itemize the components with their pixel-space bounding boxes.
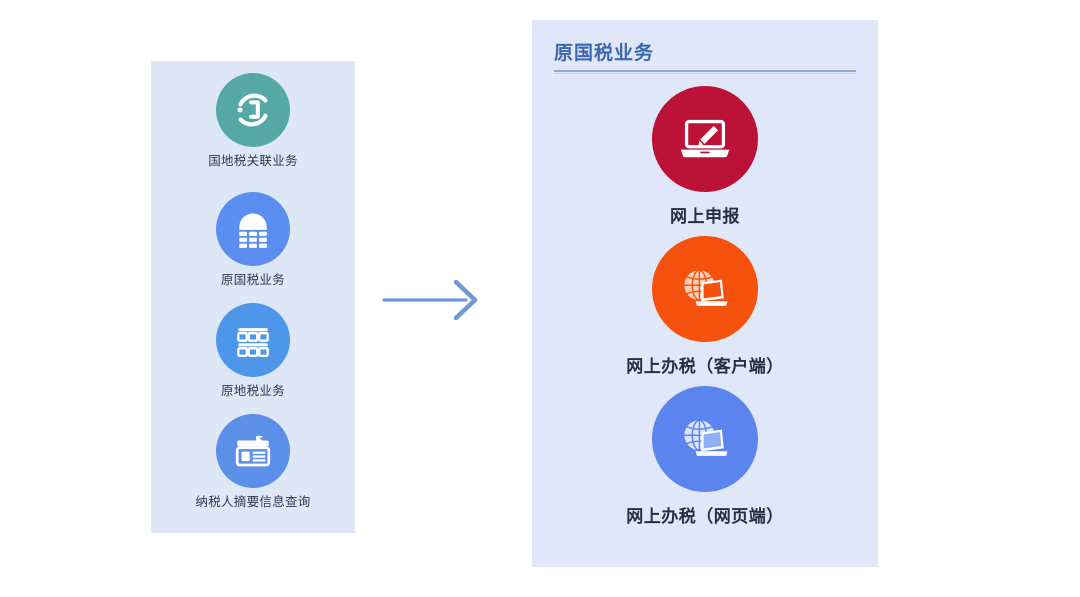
page-title: 原国税业务 — [554, 42, 655, 64]
globe-laptop-icon — [684, 419, 728, 456]
laptop-pen-icon — [680, 119, 730, 158]
globe-laptop-icon — [684, 269, 728, 306]
left-menu-item-yuandishui[interactable]: 原地税业务 — [151, 303, 355, 398]
header-divider — [554, 70, 856, 72]
laptop-pen-icon-badge — [652, 86, 758, 192]
left-menu-item-label: 原国税业务 — [220, 272, 285, 287]
globe-laptop-icon-badge-client — [652, 236, 758, 342]
table-grid-icon-badge — [216, 303, 290, 377]
right-menu-item-wangshang-banshui-wangyeduan[interactable]: 网上办税（网页端） — [532, 386, 878, 527]
sync-circle-icon-badge — [216, 73, 290, 147]
right-menu-item-label: 网上办税（客户端） — [626, 357, 784, 377]
right-arrow-connector — [382, 278, 482, 322]
left-menu-item-label: 国地税关联业务 — [208, 153, 298, 168]
right-menu-item-label: 网上办税（网页端） — [626, 507, 784, 527]
globe-laptop-icon-badge-web — [652, 386, 758, 492]
building-grid-icon — [239, 213, 267, 248]
building-grid-icon-badge — [216, 192, 290, 266]
left-menu-item-label: 原地税业务 — [220, 383, 285, 398]
sync-circle-icon — [237, 93, 268, 127]
id-card-icon — [235, 435, 271, 467]
right-menu-item-wangshang-banshui-kehuduan[interactable]: 网上办税（客户端） — [532, 236, 878, 377]
right-panel-header: 原国税业务 — [554, 38, 856, 74]
right-arrow-icon — [382, 279, 478, 321]
left-menu-item-nashuiren-zhaiyao[interactable]: 纳税人摘要信息查询 — [151, 414, 355, 509]
right-menu-item-wangshang-shenbao[interactable]: 网上申报 — [532, 86, 878, 227]
left-panel-business-menu: 国地税关联业务 原国税业务 — [151, 61, 355, 533]
header-divider-secondary — [554, 73, 856, 74]
id-card-icon-badge — [216, 414, 290, 488]
left-menu-item-label: 纳税人摘要信息查询 — [195, 494, 311, 509]
left-menu-item-guodishui-guanlian[interactable]: 国地税关联业务 — [151, 73, 355, 168]
table-grid-icon — [237, 328, 269, 357]
right-panel-yuanguoshui: 原国税业务 网上申报 — [532, 20, 878, 567]
left-menu-item-yuanguoshui[interactable]: 原国税业务 — [151, 192, 355, 287]
right-menu-item-label: 网上申报 — [670, 207, 740, 227]
